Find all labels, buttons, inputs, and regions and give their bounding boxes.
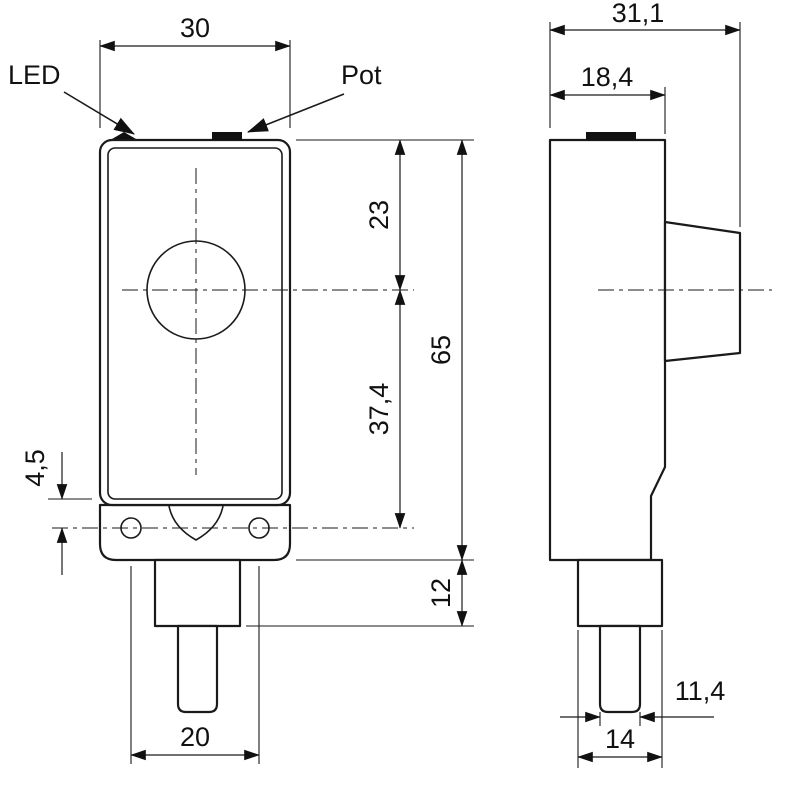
- front-dimensions: 30 23 37,4 65 12 4,5 20: [20, 13, 474, 764]
- front-flange-arch: [168, 505, 224, 541]
- side-top-cap: [586, 132, 636, 140]
- side-body-outline: [548, 138, 667, 562]
- led-leader-line: [63, 91, 135, 135]
- led-mark: [112, 132, 136, 139]
- side-dimensions: 31,1 18,4 11,4 14: [549, 0, 741, 768]
- front-body-inner-outline: [107, 147, 283, 500]
- dim-gland-height: 12: [426, 578, 456, 608]
- dim-body-depth: 18,4: [581, 62, 634, 92]
- front-cable-stub: [176, 624, 219, 714]
- side-view: [548, 132, 772, 714]
- front-gland-nut: [153, 558, 242, 628]
- led-label: LED: [8, 60, 61, 90]
- pot-label: Pot: [341, 60, 382, 90]
- dim-stub-width: 11,4: [675, 676, 726, 706]
- side-gland-nut: [576, 558, 664, 628]
- side-cable-stub: [598, 624, 642, 714]
- dim-circle-to-holes: 37,4: [364, 383, 394, 436]
- dim-body-height: 65: [426, 335, 456, 365]
- dim-top-to-circle: 23: [364, 200, 394, 230]
- pot-tab: [212, 132, 242, 140]
- leader-annotations: LED Pot: [8, 60, 382, 135]
- front-flange: [98, 503, 292, 562]
- side-protrusion: [663, 220, 742, 363]
- dim-hole-spacing: 20: [180, 722, 210, 752]
- pot-leader-line: [247, 93, 345, 133]
- front-body-outline: [98, 138, 292, 507]
- dim-front-width: 30: [180, 13, 210, 43]
- dim-hole-offset: 4,5: [20, 449, 50, 487]
- front-view: [52, 132, 414, 714]
- dim-total-depth: 31,1: [612, 0, 665, 28]
- dim-gland-width: 14: [605, 724, 635, 754]
